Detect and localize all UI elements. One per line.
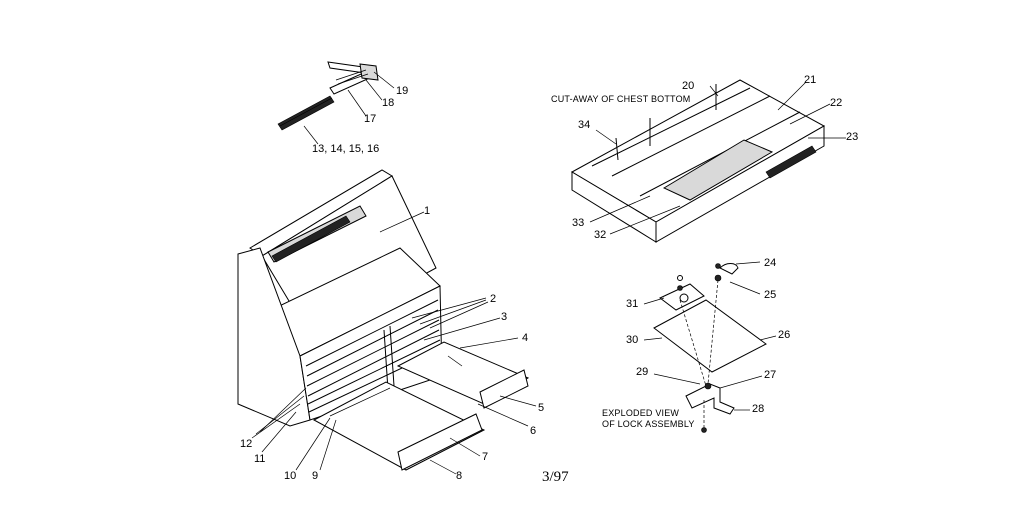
callout-19: 19 [396,85,408,97]
callout-34: 34 [578,119,590,131]
exploded-caption-line2: OF LOCK ASSEMBLY [602,419,695,429]
callout-7: 7 [482,451,488,463]
callout-33: 33 [572,217,584,229]
callout-5: 5 [538,402,544,414]
callout-32: 32 [594,229,606,241]
callout-1: 1 [424,205,430,217]
lock-assembly [653,263,767,433]
callout-26: 26 [778,329,790,341]
callout-2: 2 [490,293,496,305]
callout-28: 28 [752,403,764,415]
callout-13-16: 13, 14, 15, 16 [312,143,379,155]
callout-25: 25 [764,289,776,301]
chest-bottom-cutaway [570,79,826,243]
tool-chest [237,169,530,471]
callout-4: 4 [522,332,528,344]
callout-22: 22 [830,97,842,109]
callout-31: 31 [626,298,638,310]
callout-8: 8 [456,470,462,482]
callout-10: 10 [284,470,296,482]
callout-27: 27 [764,369,776,381]
cutaway-caption: CUT-AWAY OF CHEST BOTTOM [551,94,690,104]
callout-29: 29 [636,366,648,378]
callout-9: 9 [312,470,318,482]
callout-17: 17 [364,113,376,125]
exploded-caption-line1: EXPLODED VIEW [602,408,679,418]
callout-6: 6 [530,425,536,437]
callout-21: 21 [804,74,816,86]
callout-11: 11 [254,453,265,465]
revision-date: 3/97 [542,469,569,485]
callout-23: 23 [846,131,858,143]
callout-12: 12 [240,438,252,450]
callout-24: 24 [764,257,776,269]
callout-20: 20 [682,80,694,92]
callout-18: 18 [382,97,394,109]
callout-30: 30 [626,334,638,346]
nameplate-assembly [277,61,379,131]
callout-3: 3 [501,311,507,323]
